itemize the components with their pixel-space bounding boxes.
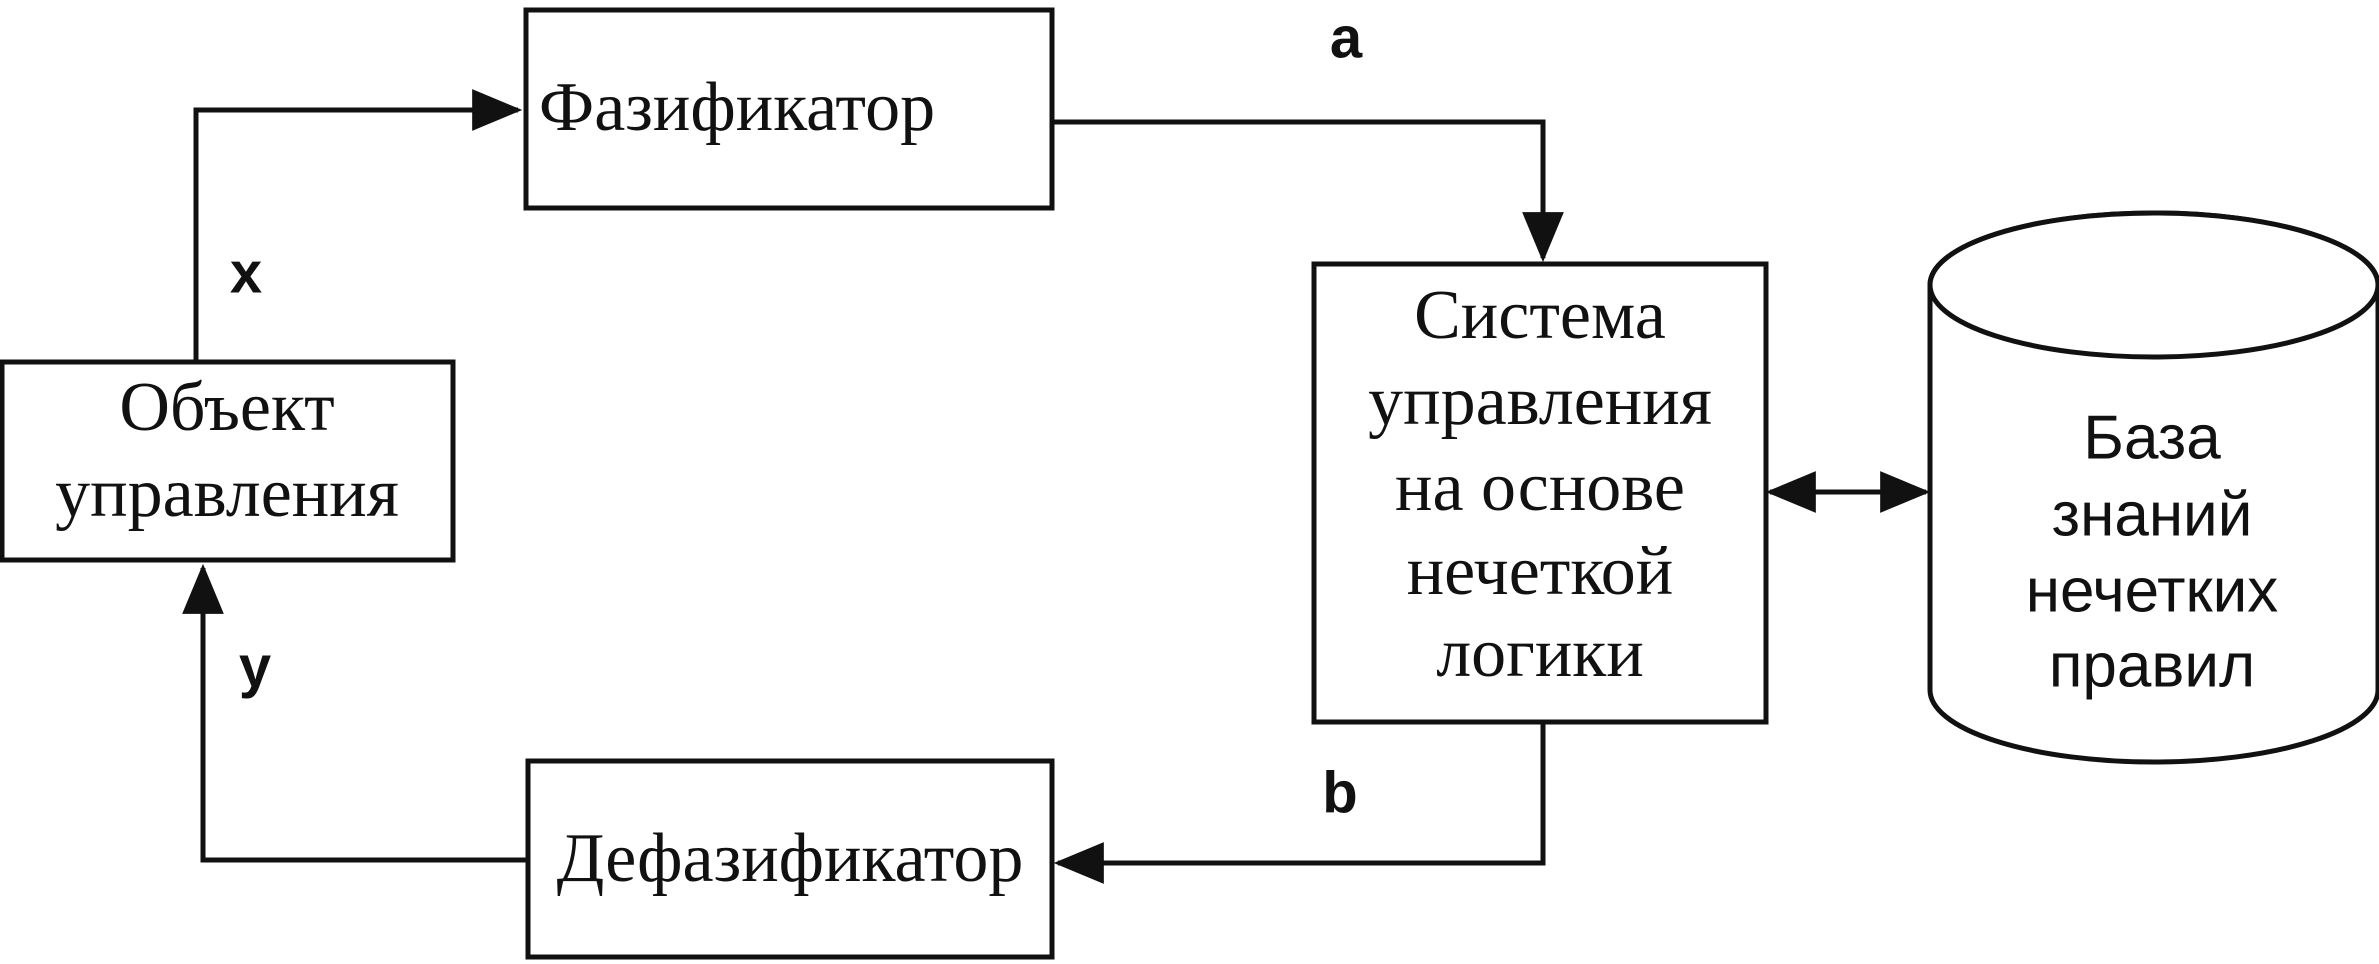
signal-b-label: b xyxy=(1322,760,1357,825)
x-signal-arrow xyxy=(193,89,523,360)
signal-y-label: y xyxy=(239,634,271,699)
defuzzifier-block: Дефазификатор xyxy=(525,758,1055,960)
knowledge-base-label-line-4: правил xyxy=(2049,631,2255,700)
knowledge-base-label-line-2: знаний xyxy=(2052,480,2253,549)
control-system-label-line-1: Система xyxy=(1414,277,1666,354)
control-system-label-line-2: управления xyxy=(1368,363,1712,440)
control-system-label-line-5: логики xyxy=(1436,615,1644,692)
control-system-label-line-3: на основе xyxy=(1395,449,1685,526)
fuzzy-control-system-block: Система управления на основе нечеткой ло… xyxy=(1311,261,1769,725)
y-signal-arrow xyxy=(182,563,526,863)
a-signal-arrow xyxy=(1052,119,1564,263)
control-object-block: Объект управления xyxy=(0,359,456,563)
signal-x-label: x xyxy=(230,240,262,305)
b-signal-arrow xyxy=(1053,724,1546,884)
control-object-label-line-1: Объект xyxy=(119,369,334,446)
fuzzifier-block: Фазификатор xyxy=(523,7,1055,211)
knowledge-base-cylinder: База знаний нечетких правил xyxy=(1927,210,2379,765)
defuzzifier-label: Дефазификатор xyxy=(557,820,1024,897)
control-object-label-line-2: управления xyxy=(55,455,399,532)
fuzzifier-label: Фазификатор xyxy=(539,69,935,146)
signal-a-label: a xyxy=(1330,5,1363,70)
control-system-label-line-4: нечеткой xyxy=(1407,533,1674,610)
knowledge-base-label-line-1: База xyxy=(2083,403,2221,472)
knowledge-base-label-line-3: нечетких xyxy=(2026,556,2279,625)
